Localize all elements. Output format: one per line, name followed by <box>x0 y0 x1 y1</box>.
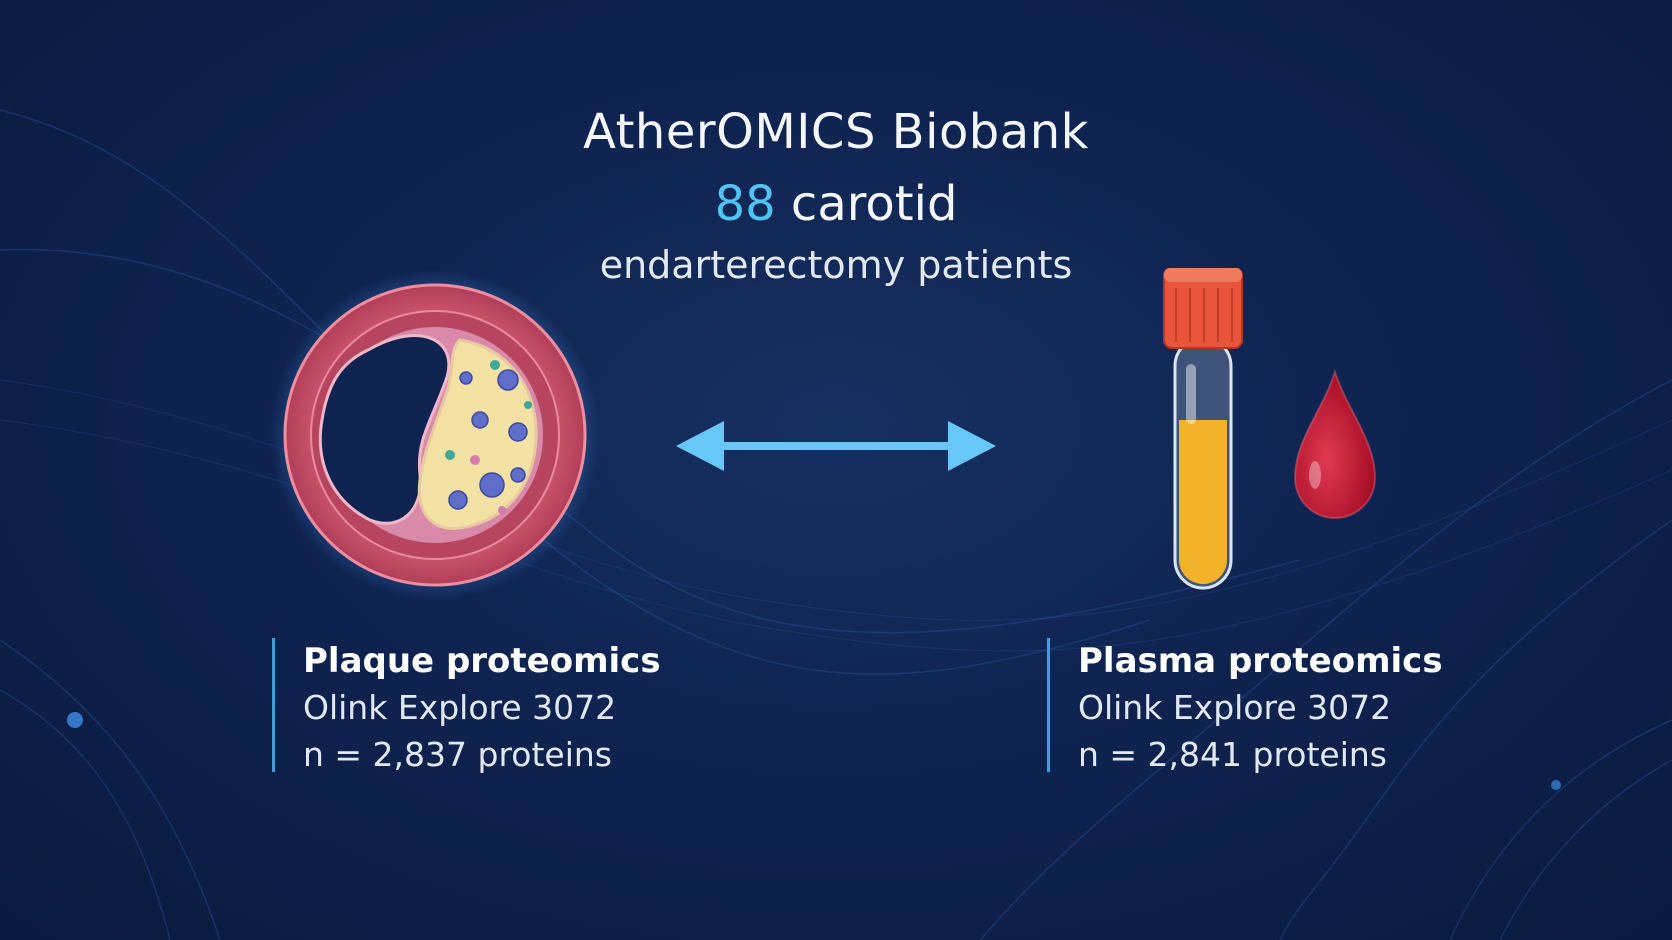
cohort-size: 88 carotid <box>0 176 1672 232</box>
cohort-subtitle: endarterectomy patients <box>599 243 1073 287</box>
blood-drop-icon <box>1293 370 1377 519</box>
double-arrow-icon <box>676 421 996 471</box>
patient-count: 88 <box>714 176 776 232</box>
plaque-proteomics-panel: Plaque proteomics Olink Explore 3072 n =… <box>272 638 661 774</box>
panel-heading: Plaque proteomics <box>303 641 661 681</box>
page-title: AtherOMICS Biobank <box>583 104 1089 160</box>
panel-protein-count: n = 2,837 proteins <box>303 735 613 774</box>
panel-platform: Olink Explore 3072 <box>303 688 617 727</box>
blood-tube-icon <box>1163 268 1243 590</box>
plasma-proteomics-panel: Plasma proteomics Olink Explore 3072 n =… <box>1047 638 1443 774</box>
panel-protein-count: n = 2,841 proteins <box>1078 735 1388 774</box>
cohort-descriptor: carotid <box>775 176 958 232</box>
plaque-cross-section-icon <box>270 270 600 600</box>
panel-heading: Plasma proteomics <box>1078 641 1443 681</box>
panel-platform: Olink Explore 3072 <box>1078 688 1392 727</box>
